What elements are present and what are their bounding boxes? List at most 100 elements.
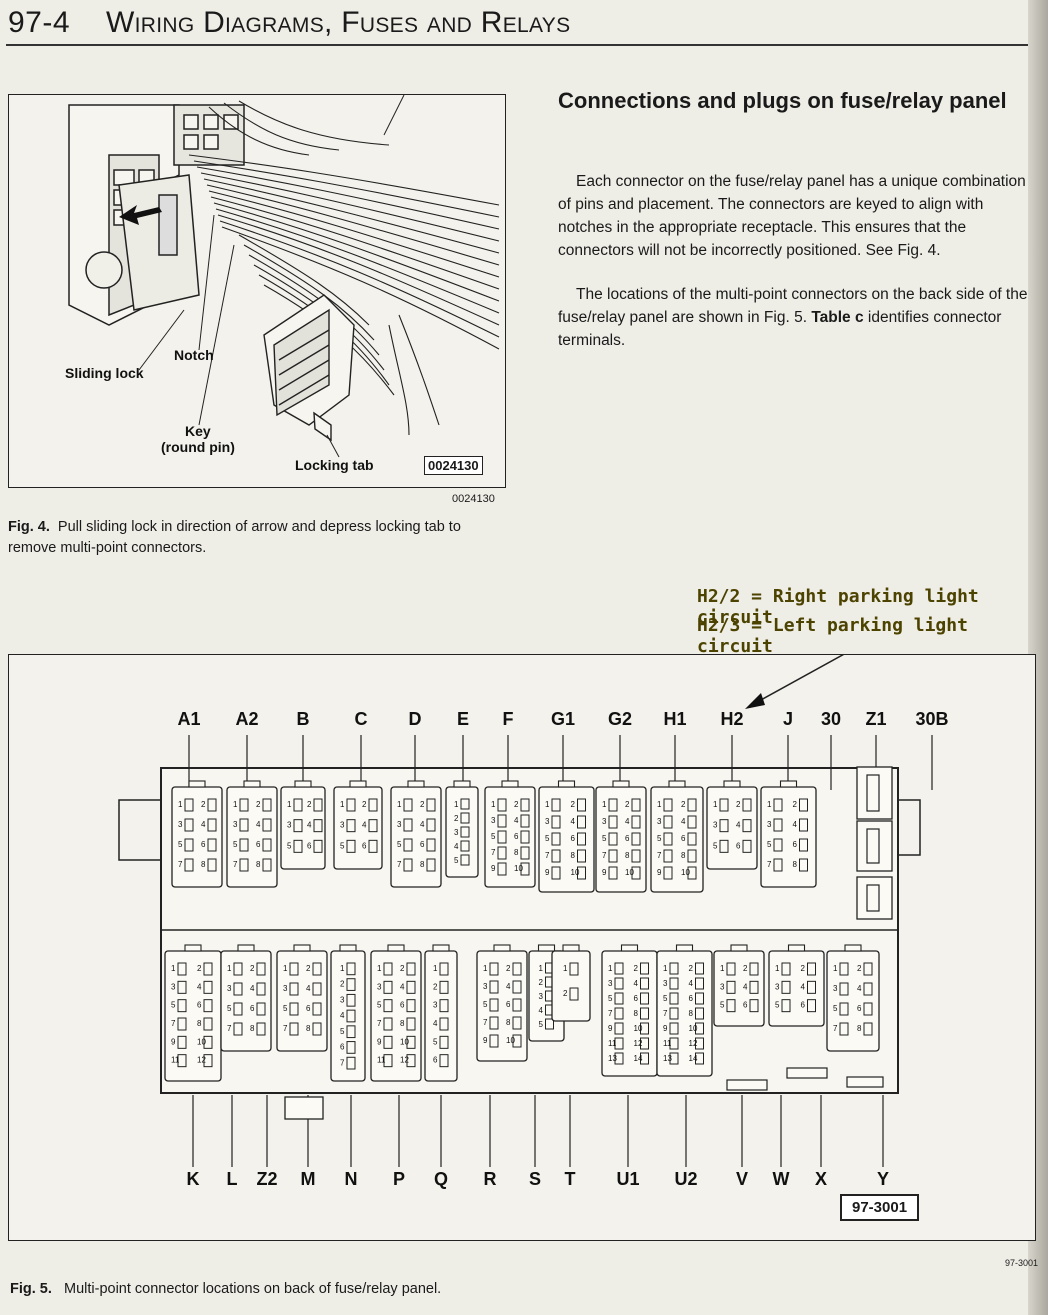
svg-text:2: 2 <box>201 800 206 809</box>
svg-text:1: 1 <box>171 964 176 973</box>
svg-text:4: 4 <box>743 982 748 991</box>
svg-text:8: 8 <box>306 1024 311 1033</box>
svg-text:2: 2 <box>793 800 798 809</box>
relay-slot <box>726 1079 768 1091</box>
callout-sliding-lock: Sliding lock <box>65 365 144 381</box>
svg-text:4: 4 <box>634 979 639 988</box>
annotation-arrow <box>745 655 845 709</box>
svg-text:10: 10 <box>571 868 580 877</box>
svg-text:11: 11 <box>663 1039 672 1048</box>
svg-text:5: 5 <box>833 1004 838 1013</box>
svg-text:4: 4 <box>801 982 806 991</box>
svg-text:2: 2 <box>506 964 511 973</box>
svg-text:3: 3 <box>713 821 718 830</box>
paragraph-connector-locations: The locations of the multi-point connect… <box>558 283 1028 352</box>
svg-text:6: 6 <box>793 840 798 849</box>
z2-connector <box>284 1096 324 1120</box>
svg-text:2: 2 <box>420 800 425 809</box>
svg-text:7: 7 <box>178 860 183 869</box>
svg-text:5: 5 <box>602 834 607 843</box>
svg-text:9: 9 <box>657 868 662 877</box>
multi-point-connector <box>263 294 355 442</box>
svg-text:7: 7 <box>233 860 238 869</box>
svg-text:8: 8 <box>201 860 206 869</box>
direction-arrow <box>119 205 162 225</box>
svg-text:4: 4 <box>362 821 367 830</box>
connector-label-b: B <box>297 709 310 729</box>
svg-text:6: 6 <box>201 840 206 849</box>
svg-text:4: 4 <box>307 821 312 830</box>
connector-label-r: R <box>484 1169 497 1189</box>
svg-text:10: 10 <box>625 868 634 877</box>
svg-text:4: 4 <box>689 979 694 988</box>
svg-text:1: 1 <box>433 964 438 973</box>
svg-text:4: 4 <box>201 820 206 829</box>
figure-5-ref: 97-3001 <box>1005 1258 1039 1268</box>
header-rule <box>6 44 1028 46</box>
svg-text:2: 2 <box>433 982 438 991</box>
svg-text:1: 1 <box>483 964 488 973</box>
svg-text:6: 6 <box>681 834 686 843</box>
relay-slot <box>846 1076 884 1088</box>
connector-label-y: Y <box>877 1169 889 1189</box>
connector-label-g1: G1 <box>551 709 575 729</box>
svg-text:3: 3 <box>608 979 613 988</box>
svg-text:6: 6 <box>625 834 630 843</box>
svg-text:7: 7 <box>491 848 496 857</box>
svg-text:7: 7 <box>833 1024 838 1033</box>
svg-text:3: 3 <box>483 982 488 991</box>
svg-text:3: 3 <box>340 995 345 1004</box>
connector-label-k: K <box>187 1169 200 1189</box>
svg-text:6: 6 <box>857 1004 862 1013</box>
connector-label-v: V <box>736 1169 748 1189</box>
svg-text:4: 4 <box>454 842 459 851</box>
connector-label-l: L <box>227 1169 238 1189</box>
svg-text:6: 6 <box>362 841 367 850</box>
svg-text:8: 8 <box>514 848 519 857</box>
connector-label-m: M <box>301 1169 316 1189</box>
svg-text:1: 1 <box>287 800 292 809</box>
svg-text:4: 4 <box>857 984 862 993</box>
svg-text:8: 8 <box>256 860 261 869</box>
svg-text:6: 6 <box>306 1004 311 1013</box>
svg-text:7: 7 <box>227 1024 232 1033</box>
svg-text:11: 11 <box>171 1056 180 1065</box>
svg-text:4: 4 <box>736 821 741 830</box>
svg-text:5: 5 <box>539 1020 544 1029</box>
figure-4-caption: Fig. 4.Pull sliding lock in direction of… <box>8 517 508 559</box>
svg-text:2: 2 <box>857 964 862 973</box>
connector-label-a1: A1 <box>177 709 200 729</box>
connector-label-c: C <box>355 709 368 729</box>
svg-text:9: 9 <box>171 1037 176 1046</box>
connector-label-e: E <box>457 709 469 729</box>
paragraph-2-start: The locations of the multi-point connect… <box>558 286 1028 326</box>
svg-text:4: 4 <box>681 817 686 826</box>
svg-text:13: 13 <box>608 1054 617 1063</box>
svg-text:2: 2 <box>571 800 576 809</box>
svg-text:3: 3 <box>720 982 725 991</box>
svg-text:3: 3 <box>657 817 662 826</box>
svg-text:14: 14 <box>689 1054 698 1063</box>
svg-text:3: 3 <box>233 820 238 829</box>
svg-text:3: 3 <box>491 816 496 825</box>
svg-text:3: 3 <box>171 982 176 991</box>
svg-text:2: 2 <box>743 964 748 973</box>
svg-text:5: 5 <box>767 840 772 849</box>
svg-text:9: 9 <box>377 1037 382 1046</box>
connector-label-d: D <box>409 709 422 729</box>
svg-text:1: 1 <box>539 964 544 973</box>
annotation-h2-3: H2/3 = Left parking light circuit <box>697 615 968 657</box>
table-reference: Table c <box>811 309 864 326</box>
svg-text:8: 8 <box>689 1009 694 1018</box>
svg-text:12: 12 <box>689 1039 698 1048</box>
svg-text:5: 5 <box>171 1001 176 1010</box>
callout-key: Key <box>185 423 211 439</box>
svg-text:8: 8 <box>420 860 425 869</box>
